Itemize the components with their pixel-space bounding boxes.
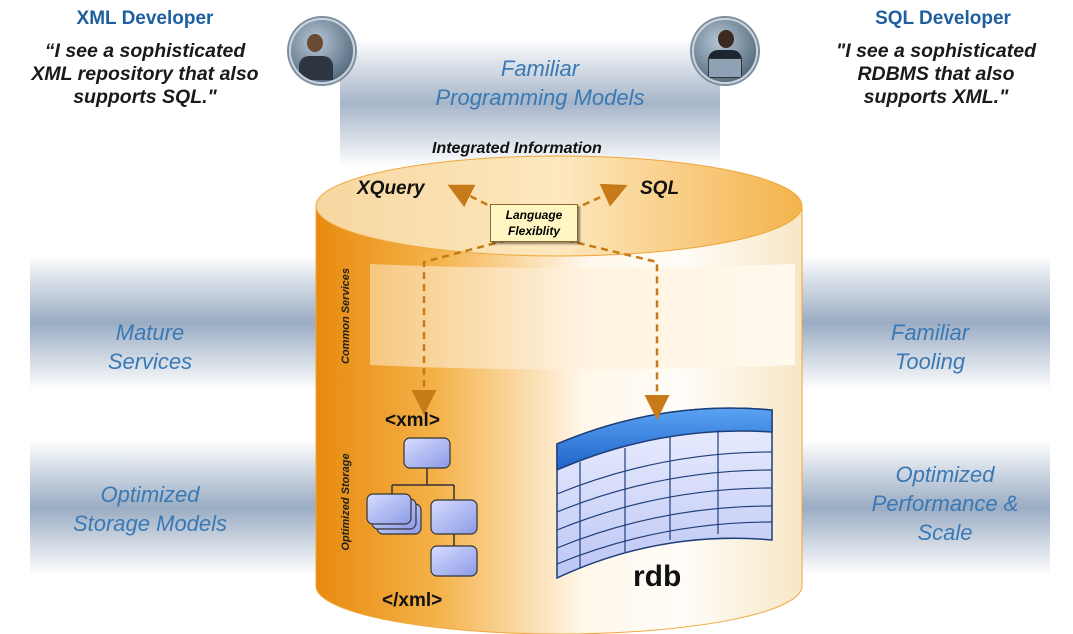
optimized-storage-label: Optimized Storage [340,453,352,551]
sql-developer-quote: "I see a sophisticated RDBMS that also s… [800,40,1072,109]
band-right-mid-line-1: Familiar [890,320,970,345]
rdb-table [556,407,773,580]
optimized-performance-label: Optimized Performance & Scale [830,460,1060,547]
xml-open-tag: <xml> [385,410,440,431]
xml-root-node [403,437,451,469]
xml-leaf-node [430,545,478,577]
sql-quote-line-2: RDBMS that also [857,63,1015,85]
band-right-low-line-3: Scale [917,520,973,545]
xml-child-node-stack [366,493,412,525]
band-right-low-line-2: Performance & [871,491,1019,516]
band-right-low-line-1: Optimized [895,462,995,487]
band-left-mid-line-1: Mature [115,320,185,345]
band-left-low-line-1: Optimized [100,482,200,507]
xml-tree [366,437,478,577]
language-box-line-1: Language [505,208,563,222]
familiar-tooling-label: Familiar Tooling [820,318,1040,376]
xml-developer-quote: “I see a sophisticated XML repository th… [0,40,290,109]
band-top-line-1: Familiar [500,56,580,81]
xquery-label: XQuery [357,178,425,199]
sql-label: SQL [640,178,680,199]
xml-developer-title: XML Developer [76,8,214,29]
sql-developer-title: SQL Developer [875,8,1011,29]
person-laptop-icon [692,18,758,84]
band-right-mid-line-2: Tooling [894,349,966,374]
language-flexibility-box: Language Flexiblity [490,204,578,242]
band-left-mid-line-2: Services [107,349,193,374]
xml-child-node [430,499,478,535]
sql-quote-line-1: "I see a sophisticated [836,40,1036,62]
band-top-line-2: Programming Models [435,85,645,110]
integrated-information-caption: Integrated Information [432,140,602,157]
mature-services-label: Mature Services [40,318,260,376]
language-box-line-2: Flexiblity [507,224,560,238]
sql-quote-line-3: supports XML." [863,86,1009,108]
flow-arrows [411,183,670,420]
person-phone-icon [289,18,355,84]
xml-close-tag: </xml> [382,590,443,611]
familiar-programming-models-label: Familiar Programming Models [410,54,670,112]
common-services-label: Common Services [340,268,352,364]
rdb-label: rdb [633,560,682,593]
xml-quote-line-1: “I see a sophisticated [44,40,246,62]
top-band [340,38,720,168]
xml-quote-line-3: supports SQL." [73,86,217,108]
optimized-storage-models-label: Optimized Storage Models [30,480,270,538]
common-services-panel [370,264,795,370]
xml-quote-line-2: XML repository that also [31,63,259,85]
band-left-low-line-2: Storage Models [72,511,228,536]
